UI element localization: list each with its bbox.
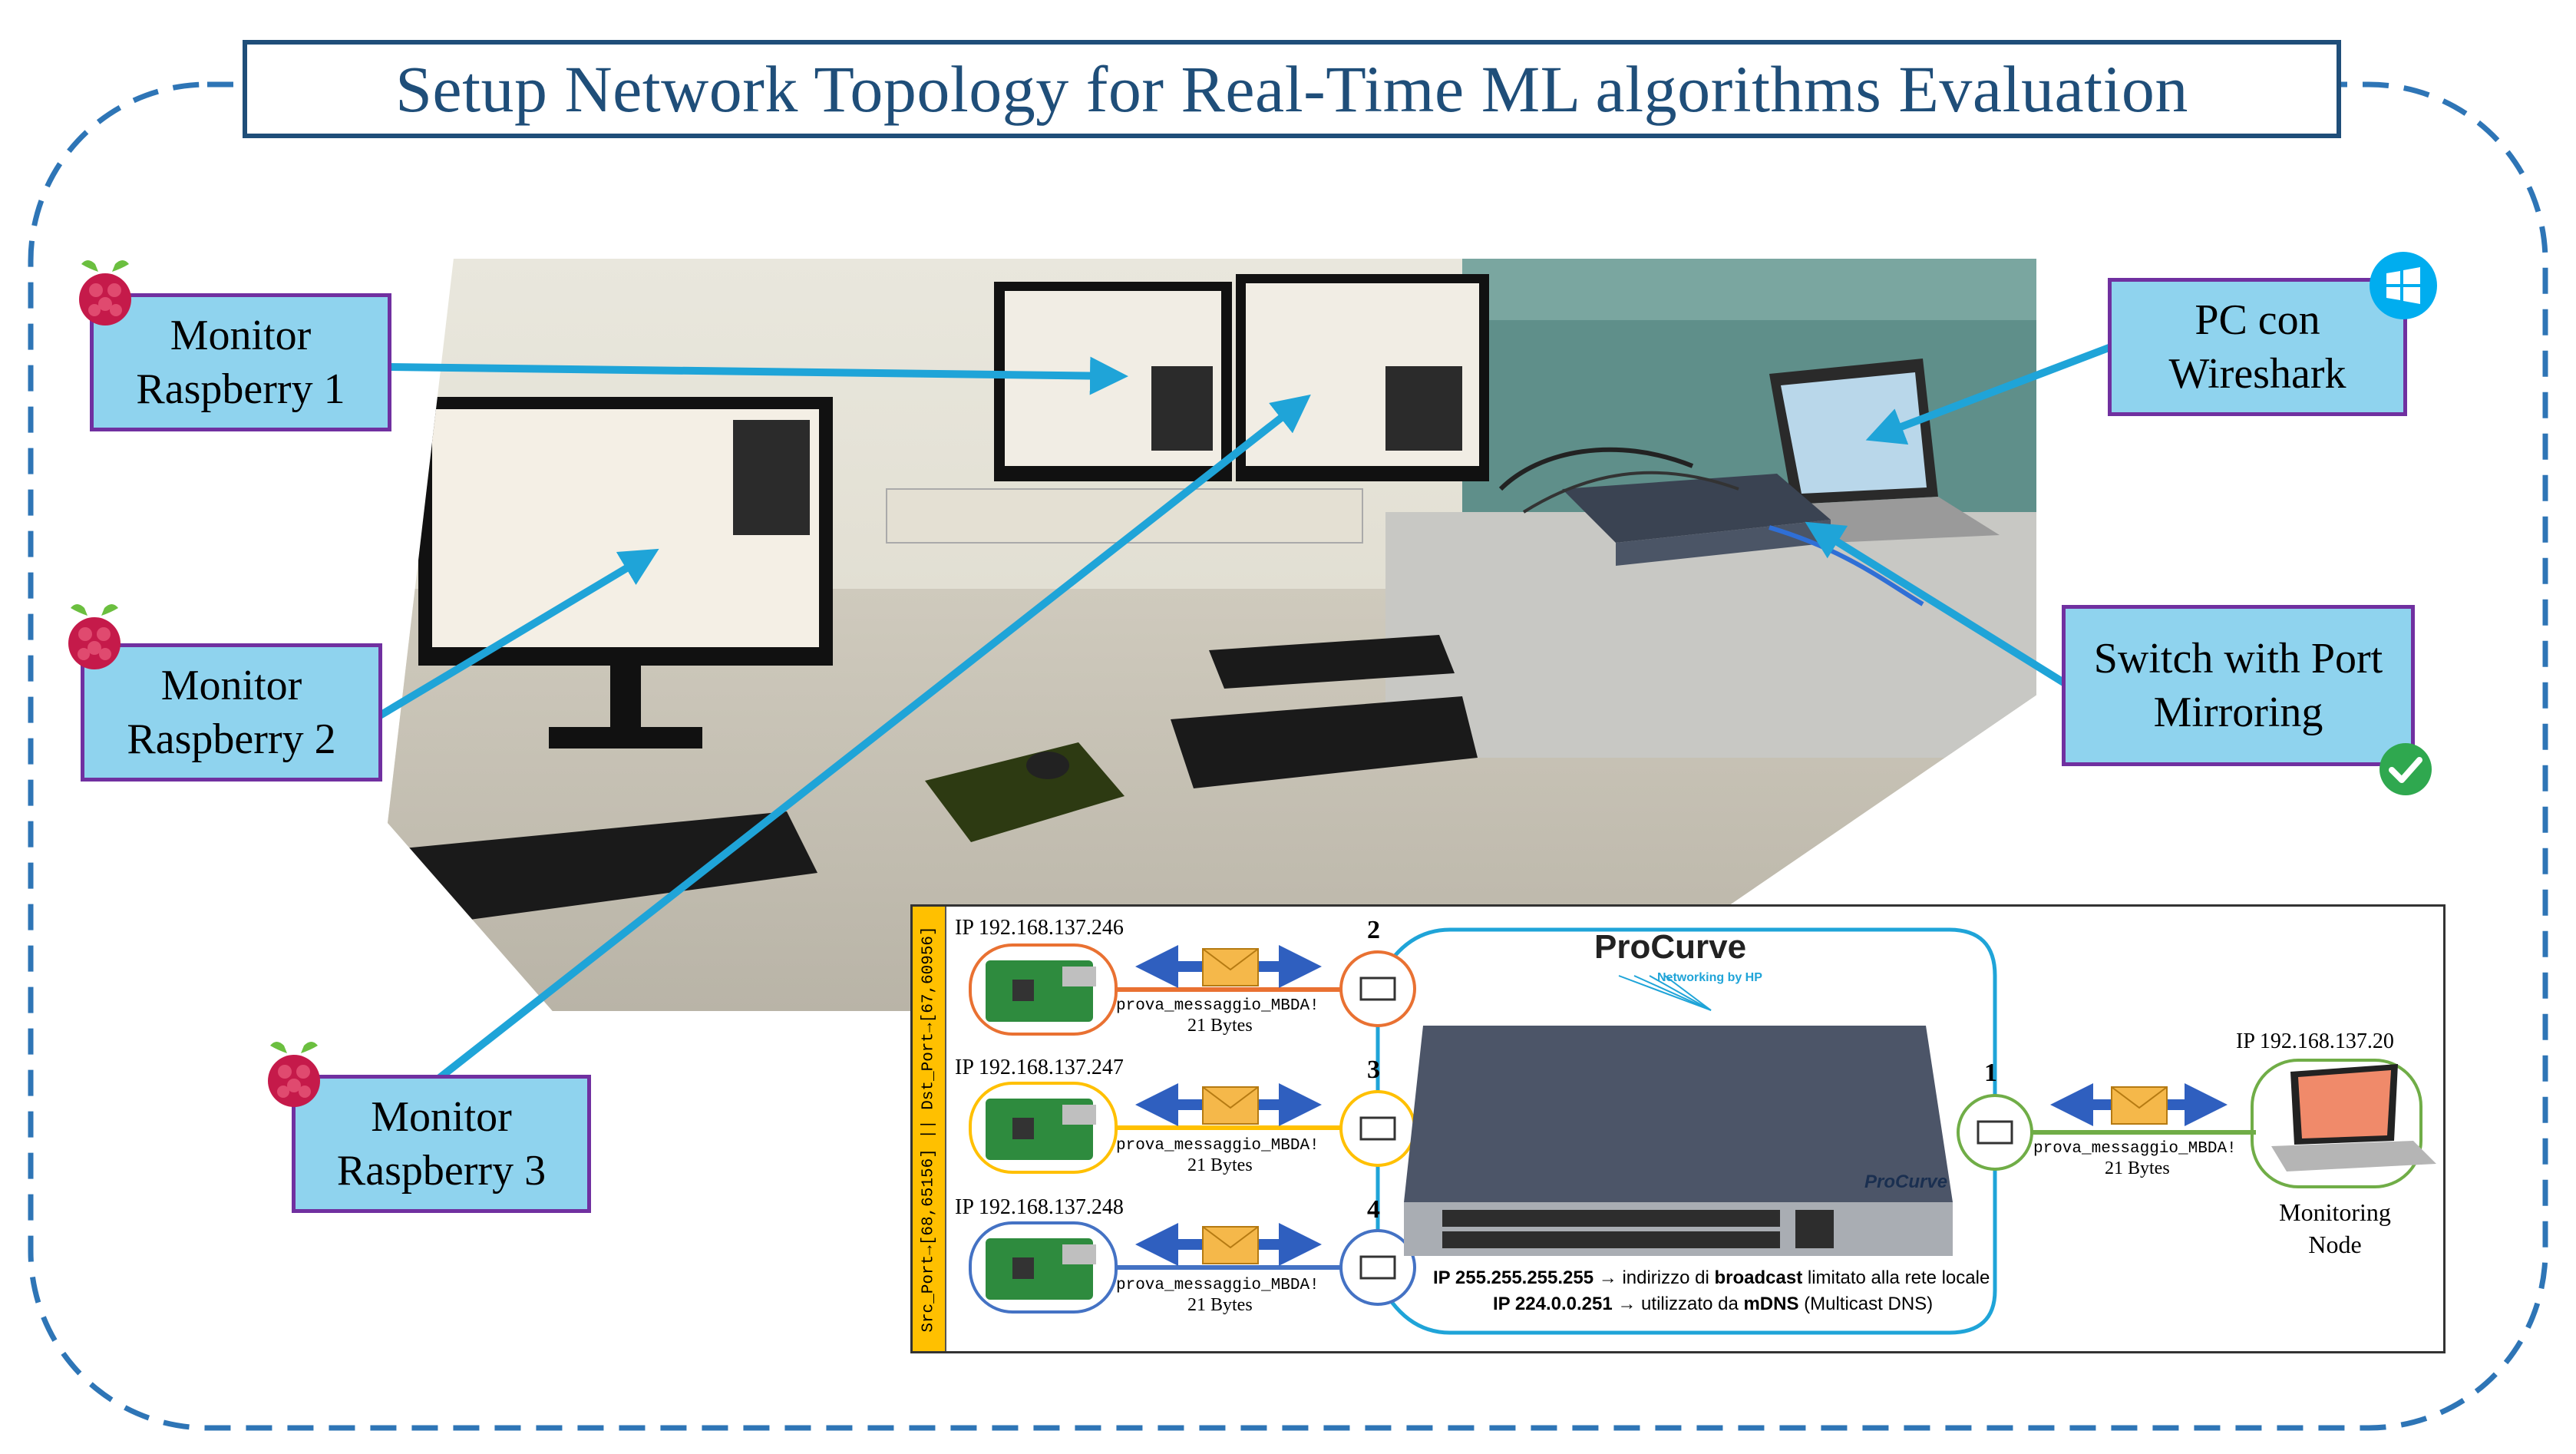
page-title: Setup Network Topology for Real-Time ML … <box>395 52 2188 126</box>
label-switch-port-mirroring: Switch with Port Mirroring <box>2062 605 2415 766</box>
note-broadcast: IP 255.255.255.255 → indirizzo di broadc… <box>1433 1267 1990 1288</box>
port-number-1: 1 <box>1984 1059 1997 1087</box>
node-3-ip: IP 192.168.137.247 <box>955 1056 1124 1079</box>
monitor-label: Monitoring Node <box>2279 1198 2391 1258</box>
port-sidebar: Src_Port→[68,65156] || Dst_Port→[67,6095… <box>913 907 946 1351</box>
network-diagram-inset: Src_Port→[68,65156] || Dst_Port→[67,6095… <box>910 904 2446 1353</box>
note-mdns: IP 224.0.0.251 → utilizzato da mDNS (Mul… <box>1493 1294 1934 1314</box>
node-2-message: prova_messaggio_MBDA! <box>1116 997 1319 1015</box>
inset-graphics <box>969 927 2436 1335</box>
monitor-size: 21 Bytes <box>2105 1158 2170 1178</box>
procurve-tagline: Networking by HP <box>1657 971 1762 984</box>
port-number-4: 4 <box>1367 1195 1380 1224</box>
node-4-ip: IP 192.168.137.248 <box>955 1195 1124 1219</box>
envelope-icon <box>1202 948 2168 1264</box>
node-3-message: prova_messaggio_MBDA! <box>1116 1137 1319 1155</box>
monitor-ip: IP 192.168.137.20 <box>2236 1029 2394 1053</box>
port-number-2: 2 <box>1367 916 1380 944</box>
label-monitor-raspberry-1: Monitor Raspberry 1 <box>90 293 391 431</box>
laptop-icon <box>2271 1141 2436 1171</box>
title-box: Setup Network Topology for Real-Time ML … <box>243 40 2341 138</box>
switch-brand-label: ProCurve <box>1864 1171 1948 1192</box>
procurve-logo: ProCurve <box>1594 928 1747 966</box>
label-monitor-raspberry-2: Monitor Raspberry 2 <box>81 643 382 782</box>
raspberry-pi-icon <box>79 260 131 325</box>
port-number-3: 3 <box>1367 1056 1380 1084</box>
node-3-size: 21 Bytes <box>1187 1155 1253 1175</box>
node-4-size: 21 Bytes <box>1187 1295 1253 1315</box>
label-pc-wireshark: PC con Wireshark <box>2108 278 2407 416</box>
node-2-size: 21 Bytes <box>1187 1016 1253 1036</box>
node-2-ip: IP 192.168.137.246 <box>955 916 1124 940</box>
raspberry-pi-icon <box>68 604 121 669</box>
raspberry-pi-icon <box>268 1042 320 1107</box>
label-monitor-raspberry-3: Monitor Raspberry 3 <box>292 1075 591 1213</box>
windows-icon <box>2370 252 2437 319</box>
monitor-message: prova_messaggio_MBDA! <box>2033 1140 2237 1158</box>
check-circle-icon <box>2379 743 2432 795</box>
node-4-message: prova_messaggio_MBDA! <box>1116 1277 1319 1294</box>
